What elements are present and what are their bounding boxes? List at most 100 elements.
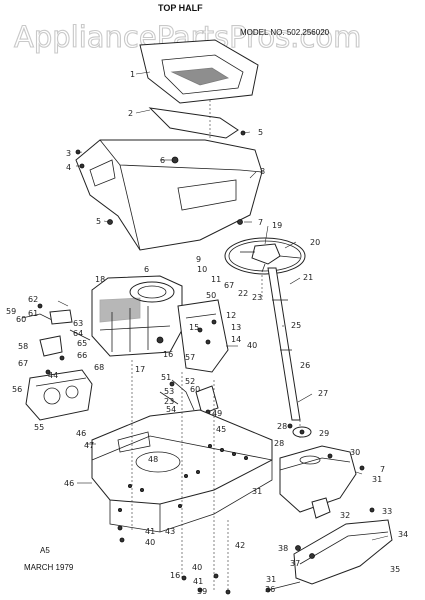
- callout-15: 15: [189, 323, 199, 332]
- callout-16: 16: [170, 571, 180, 580]
- callout-6: 6: [144, 265, 149, 274]
- callout-55: 55: [34, 423, 44, 432]
- callout-60: 60: [190, 385, 200, 394]
- throttle-linkage: [21, 303, 91, 375]
- callout-labels: 1 2 3 4 5 5 6 6 7 7 8 9 10 11 12 13 14 1…: [6, 70, 408, 596]
- callout-26: 26: [300, 361, 310, 370]
- callout-14: 14: [231, 335, 241, 344]
- callout-21: 21: [303, 273, 313, 282]
- callout-51: 51: [161, 373, 171, 382]
- leader-lines: [57, 71, 389, 541]
- callout-33: 33: [382, 507, 392, 516]
- callout-50: 50: [206, 291, 216, 300]
- callout-47: 47: [84, 441, 94, 450]
- callout-5: 5: [96, 217, 101, 226]
- callout-40: 40: [192, 563, 202, 572]
- callout-17: 17: [135, 365, 145, 374]
- callout-42: 42: [235, 541, 245, 550]
- callout-36: 36: [265, 585, 275, 594]
- callout-58: 58: [18, 342, 28, 351]
- transmission-unit: [25, 369, 93, 421]
- front-axle-parts: [265, 545, 315, 593]
- callout-16: 16: [163, 350, 173, 359]
- callout-23: 23: [164, 397, 174, 406]
- callout-65: 65: [77, 339, 87, 348]
- callout-25: 25: [291, 321, 301, 330]
- callout-2: 2: [128, 109, 133, 118]
- callout-22: 22: [238, 289, 248, 298]
- callout-61: 61: [28, 309, 38, 318]
- callout-20: 20: [310, 238, 320, 247]
- steering-wheel: [224, 237, 306, 275]
- frame-holes: [118, 443, 248, 512]
- callout-44: 44: [48, 371, 58, 380]
- callout-18: 18: [95, 275, 105, 284]
- callout-46: 46: [76, 429, 86, 438]
- callout-35: 35: [390, 565, 400, 574]
- callout-8: 8: [260, 167, 265, 176]
- callout-64: 64: [73, 329, 83, 338]
- hood-body: [75, 139, 263, 251]
- callout-63: 63: [73, 319, 83, 328]
- callout-31: 31: [266, 575, 276, 584]
- callout-27: 27: [318, 389, 328, 398]
- callout-54: 54: [166, 405, 176, 414]
- callout-30: 30: [350, 448, 360, 457]
- steering-gear: [287, 423, 331, 519]
- callout-34: 34: [398, 530, 408, 539]
- callout-52: 52: [185, 377, 195, 386]
- callout-57: 57: [185, 353, 195, 362]
- callout-53: 53: [164, 387, 174, 396]
- callout-56: 56: [12, 385, 22, 394]
- figure-code: A5: [40, 546, 50, 555]
- callout-19: 19: [272, 221, 282, 230]
- diagram-title: TOP HALF: [158, 3, 203, 13]
- callout-48: 48: [148, 455, 158, 464]
- callout-13: 13: [231, 323, 241, 332]
- front-bumper: [293, 519, 393, 585]
- callout-39: 39: [197, 587, 207, 596]
- seat-bracket: [148, 100, 239, 140]
- callout-67: 67: [18, 359, 28, 368]
- callout-28: 28: [274, 439, 284, 448]
- callout-7: 7: [380, 465, 385, 474]
- callout-46: 46: [64, 479, 74, 488]
- callout-41: 41: [145, 527, 155, 536]
- callout-31: 31: [252, 487, 262, 496]
- callout-5: 5: [258, 128, 263, 137]
- control-levers: [159, 379, 219, 415]
- callout-23: 23: [252, 293, 262, 302]
- callout-40: 40: [145, 538, 155, 547]
- bottom-hardware: [117, 465, 375, 595]
- engine: [91, 275, 183, 357]
- callout-4: 4: [66, 163, 71, 172]
- callout-66: 66: [77, 351, 87, 360]
- callout-29: 29: [319, 429, 329, 438]
- callout-3: 3: [66, 149, 71, 158]
- callout-9: 9: [196, 255, 201, 264]
- callout-59: 59: [6, 307, 16, 316]
- callout-45: 45: [216, 425, 226, 434]
- callout-60: 60: [16, 315, 26, 324]
- callout-67: 67: [224, 281, 234, 290]
- callout-49: 49: [212, 409, 222, 418]
- callout-68: 68: [94, 363, 104, 372]
- callout-28: 28: [277, 422, 287, 431]
- callout-6: 6: [160, 156, 165, 165]
- callout-12: 12: [226, 311, 236, 320]
- steering-column: [261, 267, 301, 421]
- callout-43: 43: [165, 527, 175, 536]
- callout-31: 31: [372, 475, 382, 484]
- callout-11: 11: [211, 275, 221, 284]
- revision-date: MARCH 1979: [24, 563, 74, 572]
- callout-10: 10: [197, 265, 207, 274]
- callout-37: 37: [290, 559, 300, 568]
- callout-41: 41: [193, 577, 203, 586]
- engine-mount-bracket: [177, 299, 229, 373]
- callout-32: 32: [340, 511, 350, 520]
- callout-62: 62: [28, 295, 38, 304]
- callout-7: 7: [258, 218, 263, 227]
- callout-1: 1: [130, 70, 135, 79]
- front-pedestal: [279, 445, 357, 513]
